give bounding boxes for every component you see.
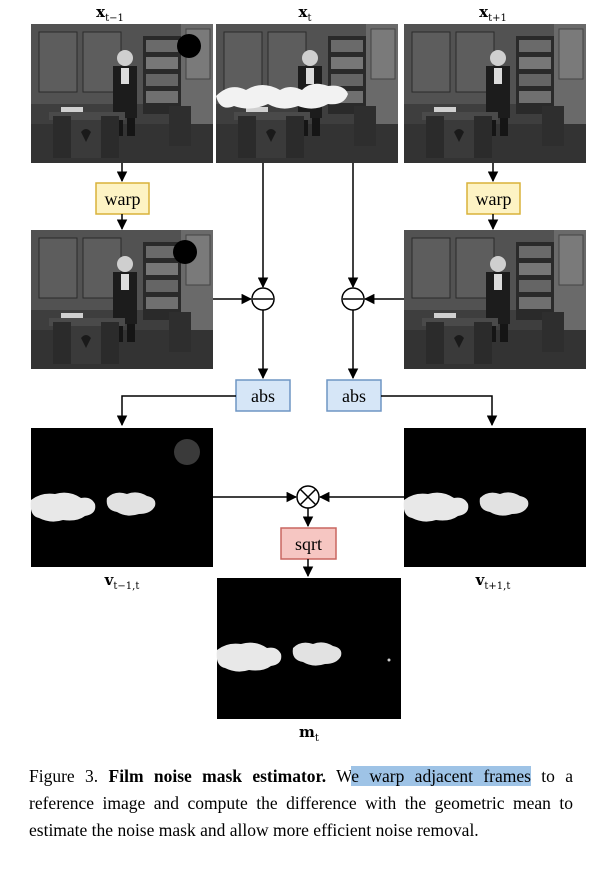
subtract-node-left	[251, 287, 275, 311]
frame-warped-next	[403, 229, 587, 370]
label-x-prev: xt−1	[96, 3, 124, 24]
abs-label-left: abs	[251, 386, 275, 406]
abs-box-right: abs	[326, 379, 382, 412]
frame-x-next	[403, 23, 587, 164]
label-x-next: xt+1	[479, 3, 507, 24]
multiply-node	[296, 485, 320, 509]
abs-box-left: abs	[235, 379, 291, 412]
warp-label-right: warp	[476, 189, 512, 209]
sqrt-label: sqrt	[295, 534, 322, 554]
warp-label-left: warp	[105, 189, 141, 209]
subtract-node-right	[341, 287, 365, 311]
figure-diagram: xt−1 xt xt+1 warp warp	[30, 3, 587, 744]
sqrt-box: sqrt	[280, 527, 337, 560]
figure-caption: Figure 3. Film noise mask estimator. We …	[29, 763, 573, 844]
caption-label: Figure 3.	[29, 766, 99, 786]
label-v-prev: vt−1,t	[104, 571, 140, 592]
label-v-next: vt+1,t	[475, 571, 511, 592]
caption-highlight: e warp adjacent frames	[351, 766, 531, 786]
label-m: mt	[299, 723, 319, 744]
warp-box-right: warp	[466, 182, 521, 215]
caption-rest: to a reference image and compute the dif…	[29, 766, 574, 840]
label-x-cur: xt	[299, 3, 312, 24]
warp-box-left: warp	[95, 182, 150, 215]
frame-x-prev	[30, 23, 214, 164]
caption-pre: W	[336, 766, 352, 786]
frame-v-prev	[30, 428, 213, 567]
abs-label-right: abs	[342, 386, 366, 406]
frame-m	[216, 578, 401, 719]
caption-title: Film noise mask estimator.	[108, 766, 327, 786]
frame-v-next	[403, 428, 586, 567]
frame-warped-prev	[30, 229, 214, 370]
frame-x-cur	[215, 23, 399, 164]
